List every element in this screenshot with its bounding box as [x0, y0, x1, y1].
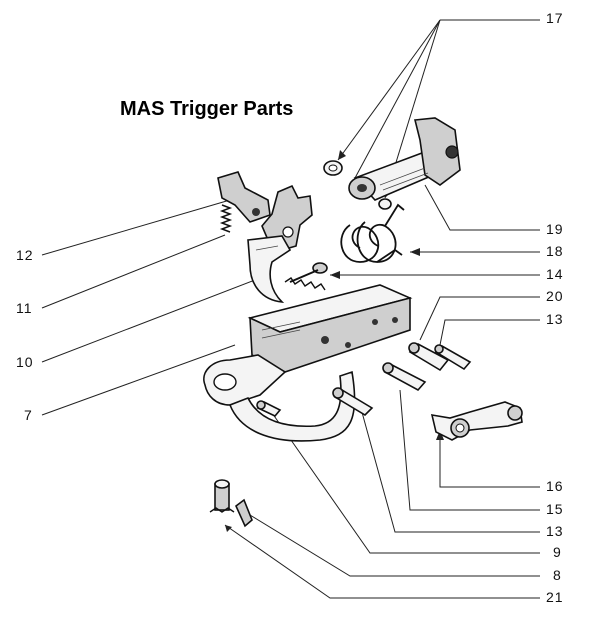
part-13-pin-bottom — [332, 387, 374, 417]
leader-7 — [41, 344, 236, 416]
part-9-pin — [256, 400, 282, 417]
callout-8: 8 — [553, 567, 562, 583]
leader-lines — [41, 19, 540, 599]
callout-18: 18 — [546, 243, 564, 259]
callout-11: 11 — [16, 300, 33, 316]
leader-20 — [419, 296, 540, 341]
arrow-17-a — [338, 150, 346, 160]
part-17-ring — [323, 160, 343, 176]
callout-12: 12 — [16, 247, 34, 263]
part-11-trigger-sear — [261, 184, 313, 251]
leader-17-a — [337, 19, 441, 161]
leader-9 — [269, 409, 540, 554]
part-10-trigger — [247, 235, 292, 304]
leader-11 — [41, 234, 226, 309]
callout-17: 17 — [546, 10, 564, 26]
callout-14: 14 — [546, 266, 564, 282]
leader-10 — [41, 279, 256, 363]
part-8-clip — [235, 498, 253, 528]
diagram-title: MAS Trigger Parts — [120, 98, 294, 120]
part-17-small-ring — [378, 198, 392, 210]
leader-21 — [224, 524, 540, 599]
part-18-spring — [340, 203, 405, 263]
callout-15: 15 — [546, 501, 564, 517]
callout-9: 9 — [553, 544, 562, 560]
part-7-housing — [203, 284, 413, 442]
leader-17-b — [354, 19, 441, 179]
callout-10: 10 — [16, 354, 34, 370]
leader-15 — [399, 389, 540, 511]
leader-8 — [249, 514, 540, 577]
callout-13-top: 13 — [546, 311, 564, 327]
part-12-disconnector — [217, 171, 271, 233]
callout-19: 19 — [546, 221, 564, 237]
callout-7: 7 — [24, 407, 33, 423]
callout-13-bottom: 13 — [546, 523, 564, 539]
callout-16: 16 — [546, 478, 564, 494]
arrow-21 — [225, 525, 232, 532]
callout-21: 21 — [546, 589, 564, 605]
leader-13-top — [439, 319, 540, 346]
leader-16 — [439, 430, 540, 488]
arrow-14 — [330, 271, 340, 279]
arrow-18 — [410, 248, 420, 256]
part-21-plunger — [209, 479, 235, 513]
part-14-pin-spring — [284, 262, 328, 291]
arrow-16 — [436, 430, 444, 440]
leader-13-bottom — [359, 404, 540, 533]
part-13-pin-top — [434, 344, 472, 371]
part-16-safety-lever — [430, 401, 523, 441]
part-19-lever — [348, 117, 461, 201]
leader-19 — [424, 184, 540, 231]
part-15-pin — [382, 362, 427, 392]
leader-12 — [41, 199, 231, 256]
callout-20: 20 — [546, 288, 564, 304]
